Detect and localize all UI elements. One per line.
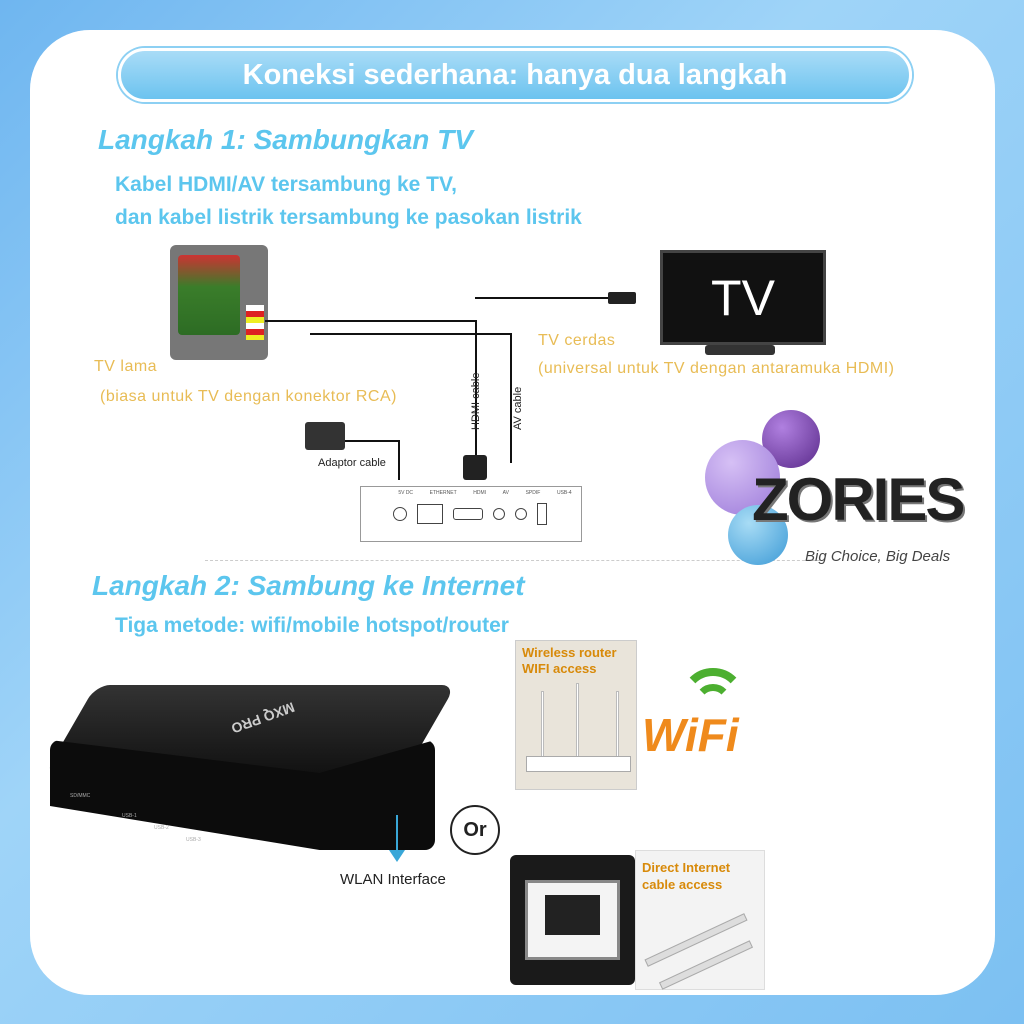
hdmi-cable — [475, 320, 477, 455]
hdmi-cable-label: HDMI cable — [470, 372, 482, 430]
old-tv-image — [170, 245, 268, 360]
step2-line1: Tiga metode: wifi/mobile hotspot/router — [115, 614, 509, 637]
step2-heading: Langkah 2: Sambung ke Internet — [92, 570, 525, 601]
ethernet-port-image — [510, 855, 635, 985]
box-back-panel — [360, 486, 582, 542]
step1-line2: dan kabel listrik tersambung ke pasokan … — [115, 206, 582, 229]
smart-tv-image: TV — [660, 250, 826, 345]
arrowhead — [389, 850, 405, 862]
hdmi-cable-top — [475, 297, 610, 299]
adaptor-icon — [305, 422, 345, 450]
tv-box-image: MXQ PRO SD/MMC USB-1 USB-2 USB-3 — [44, 685, 456, 865]
av-cable-label: AV cable — [512, 386, 524, 430]
av-cable — [510, 333, 512, 463]
smart-tv-label: TV cerdas — [538, 332, 616, 349]
port-label: AV — [502, 490, 509, 496]
adaptor-cable-label: Adaptor cable — [318, 457, 386, 469]
wlan-label: WLAN Interface — [340, 871, 446, 888]
spdif-port — [515, 508, 527, 520]
wifi-logo: WiFi — [642, 668, 772, 778]
ethernet-port — [417, 504, 443, 524]
av-port — [493, 508, 505, 520]
port-label: USB-4 — [556, 490, 572, 496]
box-port-labels: 5V DC ETHERNET HDMI AV SPDIF USB-4 — [390, 490, 580, 496]
port-label: ETHERNET — [429, 490, 457, 496]
rca-cable — [265, 320, 475, 322]
step1-line1: Kabel HDMI/AV tersambung ke TV, — [115, 173, 457, 196]
page-title: Koneksi sederhana: hanya dua langkah — [118, 48, 912, 102]
or-badge: Or — [450, 805, 500, 855]
divider — [205, 560, 825, 561]
arrow-down-icon — [396, 815, 398, 855]
adaptor-cable-down — [398, 440, 400, 480]
port-label: 5V DC — [398, 490, 414, 496]
old-tv-label: TV lama — [94, 358, 158, 375]
step1-heading: Langkah 1: Sambungkan TV — [98, 124, 473, 155]
old-tv-desc: (biasa untuk TV dengan konektor RCA) — [100, 388, 397, 405]
usb-port — [537, 503, 547, 525]
tv-stand — [705, 345, 775, 355]
hdmi-plug — [608, 292, 636, 304]
port-label: SPDIF — [525, 490, 541, 496]
zories-logo: ZORIES Big Choice, Big Deals — [700, 410, 985, 575]
port-label: HDMI — [473, 490, 487, 496]
hdmi-plug-box — [463, 455, 487, 480]
hdmi-port — [453, 508, 483, 520]
adaptor-cable — [345, 440, 400, 442]
dc-port — [393, 507, 407, 521]
smart-tv-desc: (universal untuk TV dengan antaramuka HD… — [538, 360, 895, 377]
av-cable-top — [310, 333, 510, 335]
